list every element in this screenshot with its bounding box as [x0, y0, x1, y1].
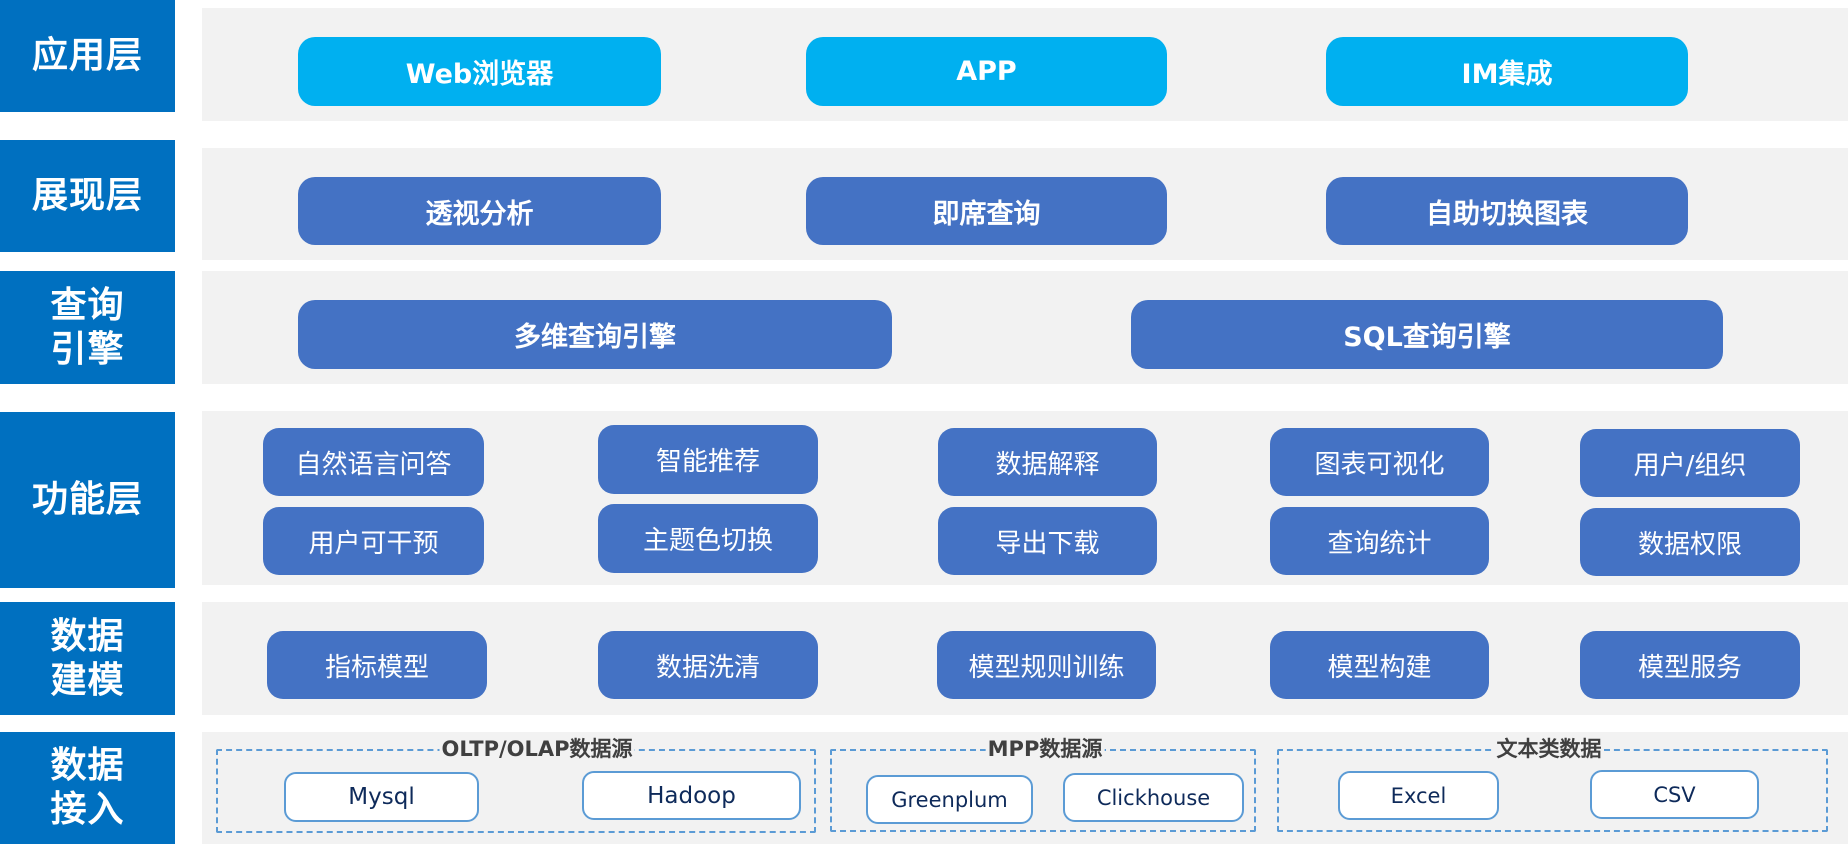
layer-label-function: 功能层 [0, 412, 175, 588]
im-integration-button[interactable]: IM集成 [1326, 37, 1688, 106]
web-browser-button[interactable]: Web浏览器 [298, 37, 661, 106]
source-csv[interactable]: CSV [1590, 770, 1759, 819]
adhoc-query-button[interactable]: 即席查询 [806, 177, 1167, 245]
theme-color-switch-button[interactable]: 主题色切换 [598, 504, 818, 573]
model-service-button[interactable]: 模型服务 [1580, 631, 1800, 699]
data-cleansing-button[interactable]: 数据洗清 [598, 631, 818, 699]
layer-label-data-ingestion: 数据 接入 [0, 732, 175, 844]
layer-label-data-modeling: 数据 建模 [0, 602, 175, 715]
sql-query-engine-button[interactable]: SQL查询引擎 [1131, 300, 1723, 369]
pivot-analysis-button[interactable]: 透视分析 [298, 177, 661, 245]
source-clickhouse[interactable]: Clickhouse [1063, 773, 1244, 822]
export-download-button[interactable]: 导出下载 [938, 507, 1157, 575]
oltp-olap-group-title: OLTP/OLAP数据源 [439, 737, 635, 761]
smart-recommend-button[interactable]: 智能推荐 [598, 425, 818, 494]
layer-label-query-engine: 查询 引擎 [0, 271, 175, 384]
user-org-button[interactable]: 用户/组织 [1580, 429, 1800, 497]
text-data-group-title: 文本类数据 [1494, 737, 1604, 761]
model-building-button[interactable]: 模型构建 [1270, 631, 1489, 699]
chart-visualization-button[interactable]: 图表可视化 [1270, 428, 1489, 496]
query-statistics-button[interactable]: 查询统计 [1270, 507, 1489, 575]
source-hadoop[interactable]: Hadoop [582, 771, 801, 820]
metric-model-button[interactable]: 指标模型 [267, 631, 487, 699]
app-button[interactable]: APP [806, 37, 1167, 106]
layer-label-presentation: 展现层 [0, 140, 175, 252]
multidim-query-engine-button[interactable]: 多维查询引擎 [298, 300, 892, 369]
nl-qa-button[interactable]: 自然语言问答 [263, 428, 484, 496]
model-rule-training-button[interactable]: 模型规则训练 [937, 631, 1156, 699]
data-permission-button[interactable]: 数据权限 [1580, 508, 1800, 576]
layer-label-application: 应用层 [0, 0, 175, 112]
source-greenplum[interactable]: Greenplum [866, 775, 1033, 824]
self-service-chart-switch-button[interactable]: 自助切换图表 [1326, 177, 1688, 245]
source-excel[interactable]: Excel [1338, 771, 1499, 820]
source-mysql[interactable]: Mysql [284, 772, 479, 822]
data-explain-button[interactable]: 数据解释 [938, 428, 1157, 496]
user-intervention-button[interactable]: 用户可干预 [263, 507, 484, 575]
mpp-group-title: MPP数据源 [985, 737, 1105, 761]
